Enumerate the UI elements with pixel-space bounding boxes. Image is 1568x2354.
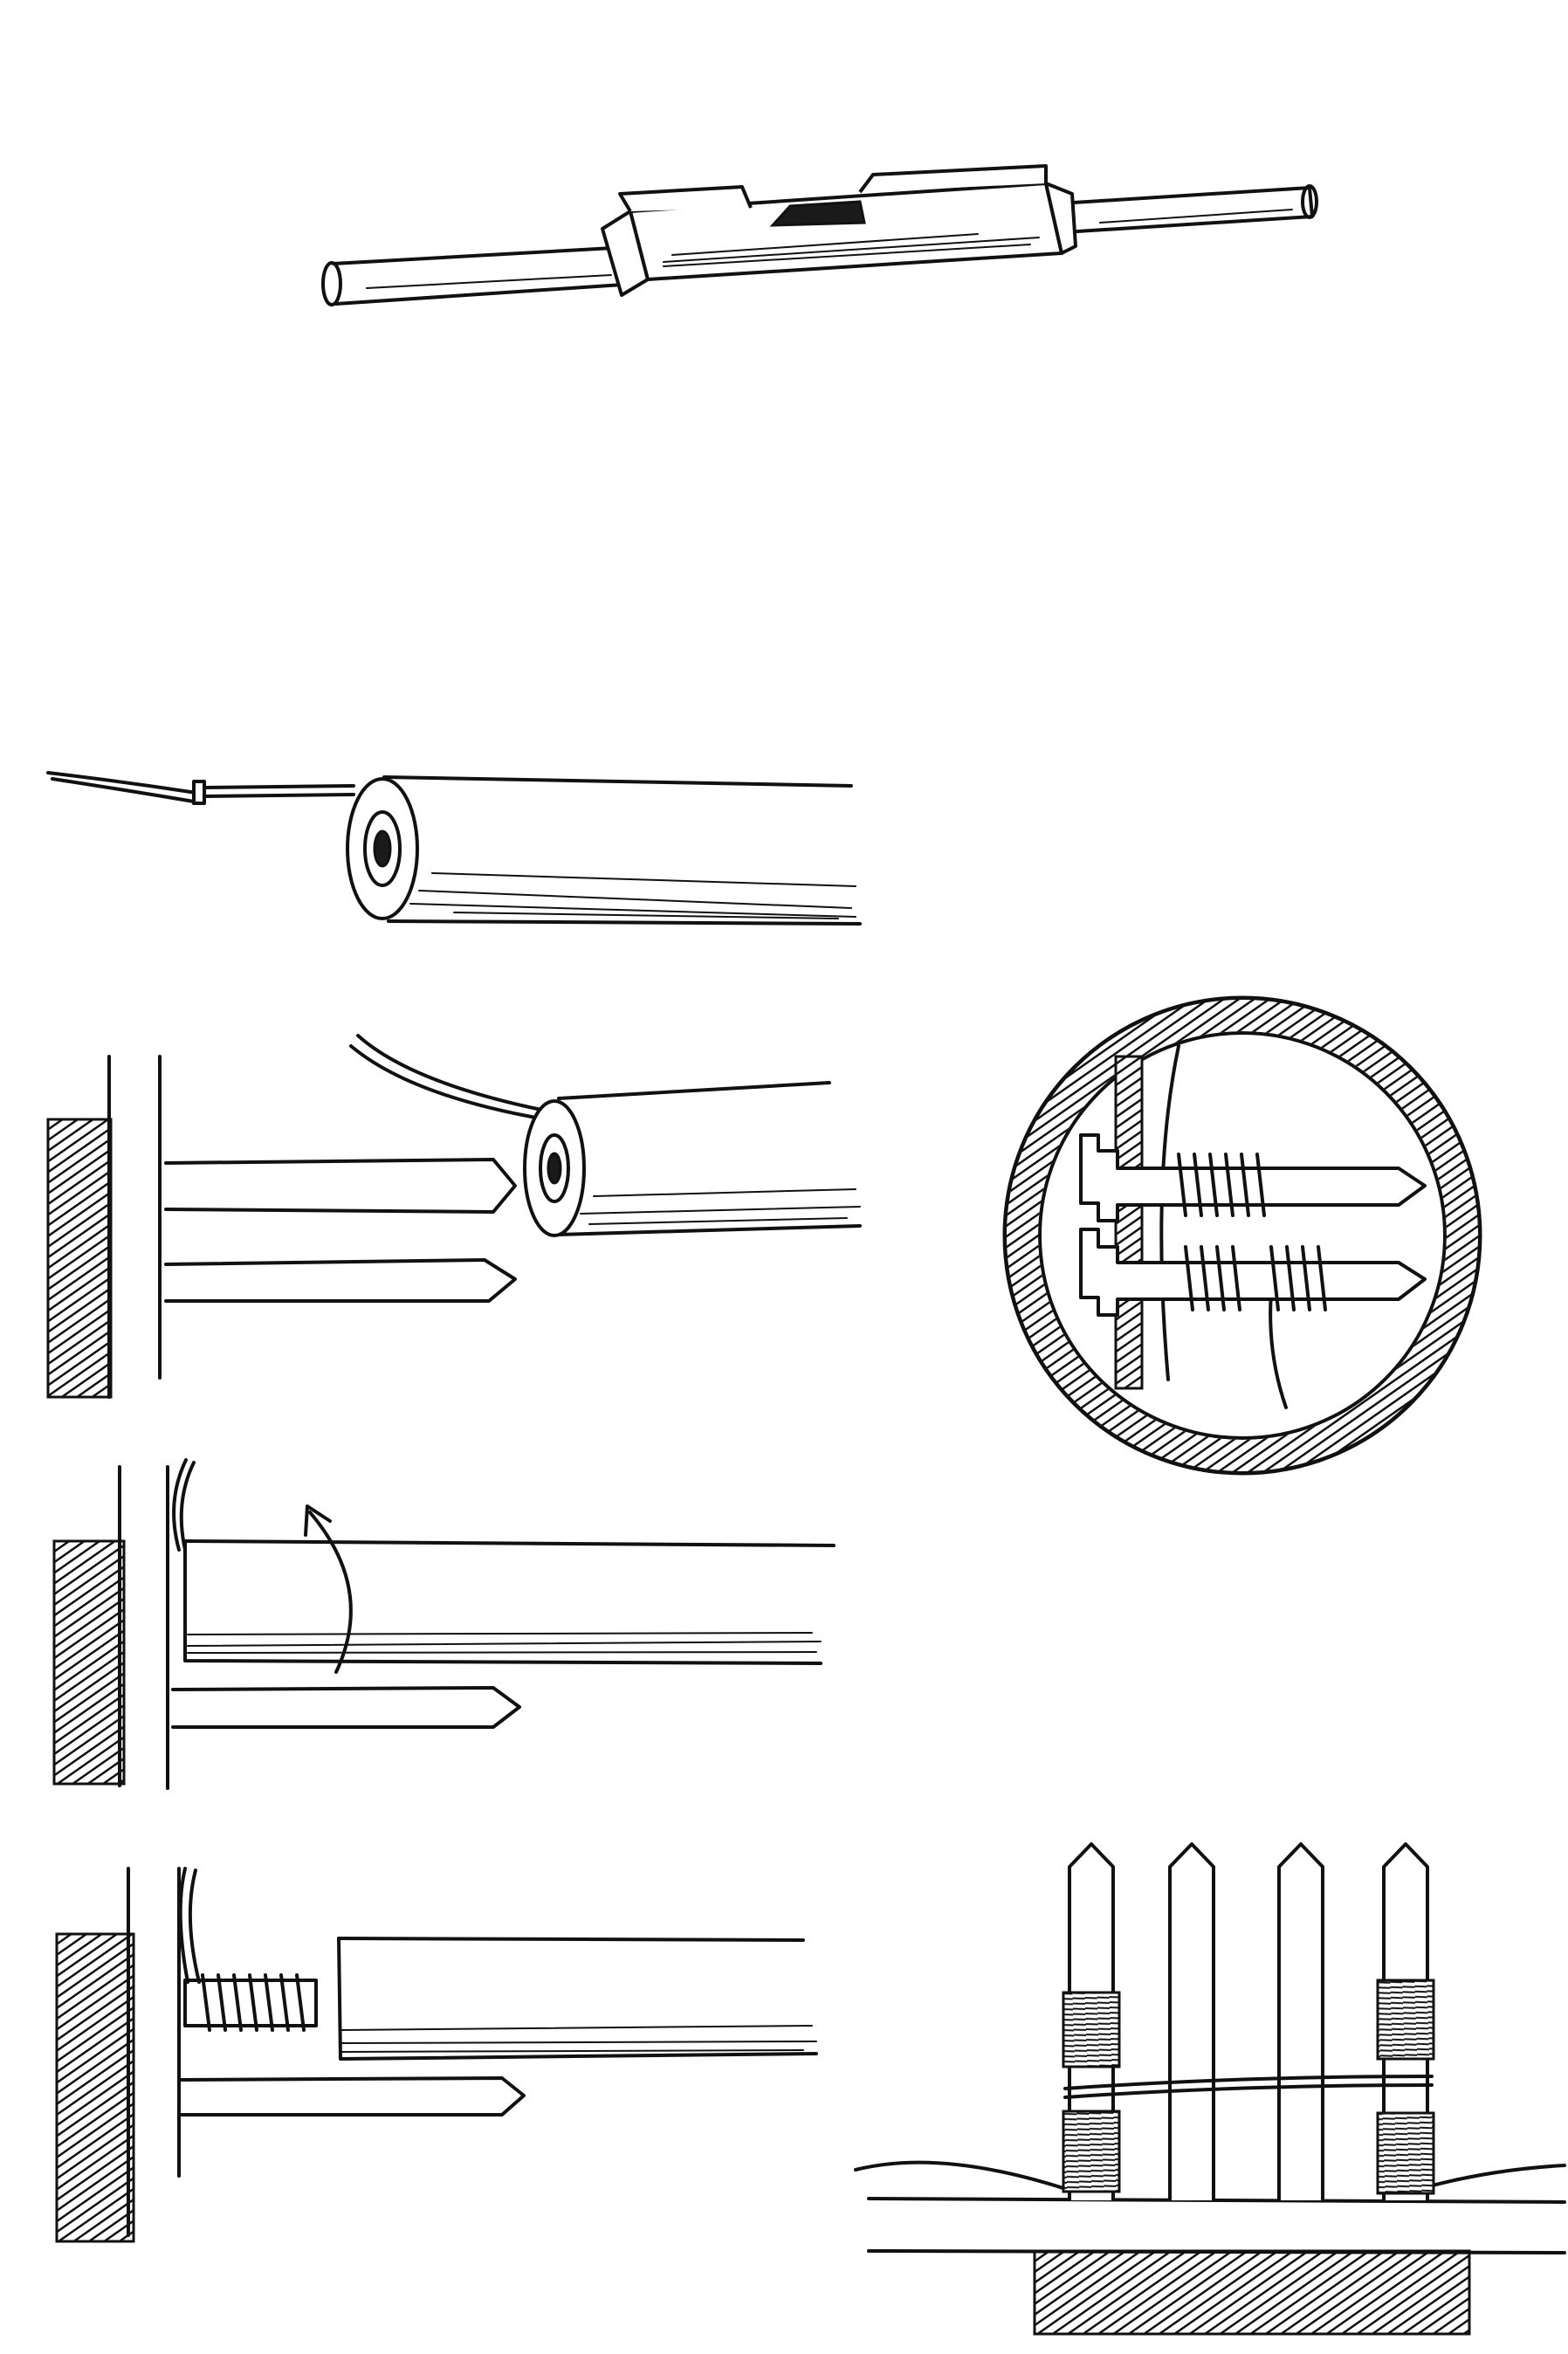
finished-fence-wired <box>856 1844 1565 2334</box>
detail-circle-wrapped-stakes <box>1005 998 1480 1473</box>
wire-coiled-on-stake <box>57 1869 816 2241</box>
rotate-tool-around-stake <box>54 1460 834 1788</box>
wire-coil <box>185 1975 316 2030</box>
insert-wire-into-tool <box>48 773 860 924</box>
slide-tool-onto-stake <box>48 1036 860 1397</box>
wire-twisting-tool <box>323 166 1317 305</box>
